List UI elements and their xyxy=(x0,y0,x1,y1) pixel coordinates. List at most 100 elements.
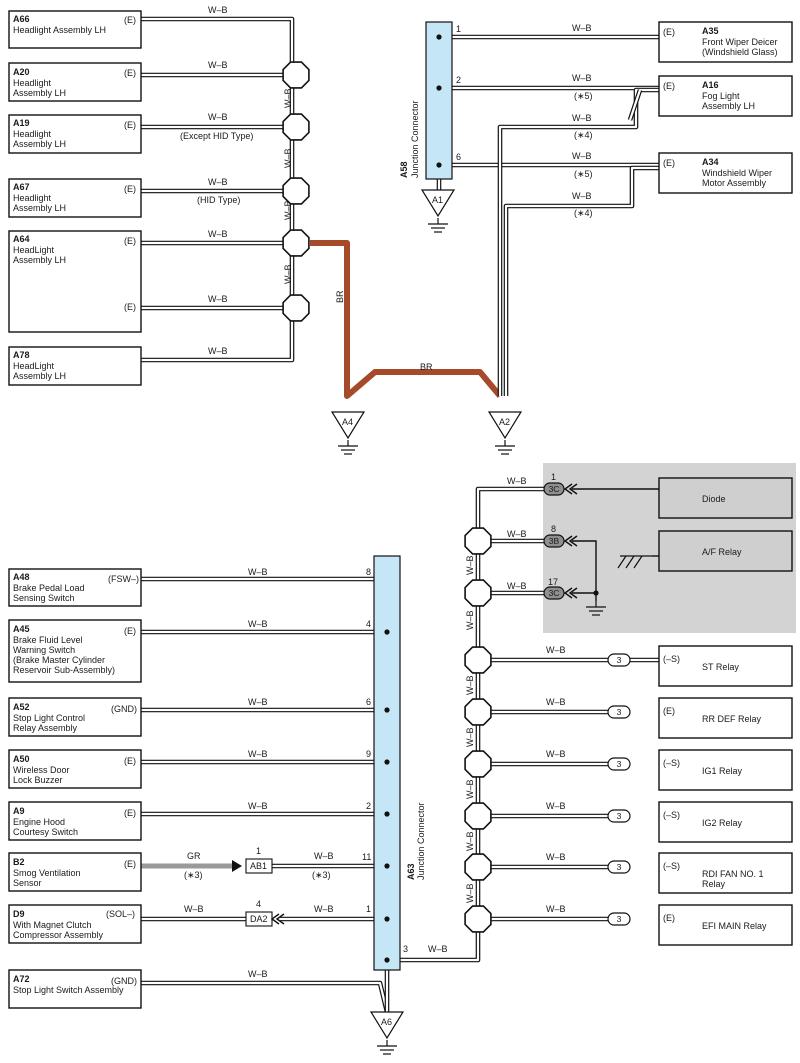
wire-label: W–B xyxy=(208,177,228,187)
wire-label: W–B xyxy=(248,969,268,979)
junction-name: Junction Connector xyxy=(416,802,426,880)
ground-code: A4 xyxy=(342,417,353,427)
wire-label: W–B xyxy=(208,294,228,304)
splice-point xyxy=(464,527,492,555)
wire-note: (∗4) xyxy=(574,130,593,140)
splice-point xyxy=(464,579,492,607)
pin-connector xyxy=(607,705,631,719)
wire-note: (∗3) xyxy=(312,870,331,880)
component-d9: D9 With Magnet Clutch Compressor Assembl… xyxy=(8,904,142,944)
splice-point xyxy=(282,177,310,205)
component-name: Brake Pedal Load xyxy=(13,583,85,593)
component-a45: A45 Brake Fluid Level Warning Switch (Br… xyxy=(8,619,142,683)
splice-point xyxy=(282,61,310,89)
component-code: A19 xyxy=(13,118,30,128)
ground-code: A6 xyxy=(381,1017,392,1027)
wire-label: W–B xyxy=(546,697,566,707)
component-name: HeadLight xyxy=(13,361,55,371)
junction-code: A58 xyxy=(399,161,409,178)
component-name: Warning Switch xyxy=(13,645,75,655)
wire-label: W–B xyxy=(572,113,592,123)
component-name: Headlight Assembly LH xyxy=(13,25,106,35)
component-name: Front Wiper Deicer xyxy=(702,37,778,47)
relay-name: ST Relay xyxy=(702,662,739,672)
splice-layer xyxy=(282,34,599,963)
wire-label: W–B xyxy=(283,88,293,108)
junction-dot xyxy=(384,863,390,869)
wire-label: W–B xyxy=(248,697,268,707)
terminal-label: (–S) xyxy=(663,758,680,768)
ground-a4: A4 xyxy=(330,411,366,455)
pin-connector-label: 3B xyxy=(549,536,560,546)
wire-label: BR xyxy=(335,290,345,303)
component-name: Sensor xyxy=(13,878,42,888)
wire-br xyxy=(310,240,503,399)
wire-label: W–B xyxy=(208,112,228,122)
connector-chevron xyxy=(563,483,573,495)
component-a9: A9 Engine Hood Courtesy Switch (E) xyxy=(8,801,142,841)
wire-wb-core xyxy=(628,89,642,121)
pin-number: 1 xyxy=(551,472,556,482)
component-code: A52 xyxy=(13,702,30,712)
pin-number: 4 xyxy=(256,899,261,909)
component-a78: A78 HeadLight Assembly LH xyxy=(8,346,142,386)
splice-point xyxy=(282,294,310,322)
connector-chevron xyxy=(568,483,578,495)
component-code: D9 xyxy=(13,909,25,919)
relay-rdi-fan: (–S) RDI FAN NO. 1 Relay xyxy=(658,852,793,894)
relay-name: IG1 Relay xyxy=(702,766,743,776)
pin-number: 3 xyxy=(403,944,408,954)
component-name: Assembly LH xyxy=(13,88,66,98)
wire-label: W–B xyxy=(465,831,475,851)
terminal-label: (E) xyxy=(124,302,136,312)
terminal-label: (E) xyxy=(663,158,675,168)
relay-name: EFI MAIN Relay xyxy=(702,921,767,931)
terminal-label: (E) xyxy=(124,756,136,766)
component-name: Diode xyxy=(702,494,726,504)
component-a72: A72 Stop Light Switch Assembly (GND) xyxy=(8,969,142,1009)
terminal-label: (–S) xyxy=(663,810,680,820)
junction-dot xyxy=(384,916,390,922)
terminal-label: (E) xyxy=(663,27,675,37)
connector-da2: DA2 xyxy=(245,911,273,927)
terminal-label: (E) xyxy=(124,808,136,818)
connector-chevron xyxy=(270,913,280,925)
junction-dot xyxy=(384,811,390,817)
splice-point xyxy=(464,698,492,726)
wire-label: W–B xyxy=(546,852,566,862)
terminal-label: (E) xyxy=(124,15,136,25)
wire-note: (∗3) xyxy=(184,870,203,880)
wire-note: (Except HID Type) xyxy=(180,131,253,141)
component-name: Reservoir Sub-Assembly) xyxy=(13,665,115,675)
junction-code: A63 xyxy=(406,863,416,880)
connector-chevron xyxy=(275,913,285,925)
terminal-label: (E) xyxy=(124,68,136,78)
connector-chevron xyxy=(568,535,578,547)
wire-label: W–B xyxy=(184,904,204,914)
connector-chevron xyxy=(563,535,573,547)
wire-label: W–B xyxy=(248,619,268,629)
pin-number: 11 xyxy=(362,852,371,862)
component-a19: A19 Headlight Assembly LH (E) xyxy=(8,114,142,154)
component-a50: A50 Wireless Door Lock Buzzer (E) xyxy=(8,749,142,789)
pin-connector-label: 3 xyxy=(617,707,622,717)
pin-number: 9 xyxy=(366,749,371,759)
relay-ig2: (–S) IG2 Relay xyxy=(658,801,793,843)
connector-code: DA2 xyxy=(250,914,268,924)
connector-chevron xyxy=(568,587,578,599)
component-a64: A64 HeadLight Assembly LH (E) (E) xyxy=(8,230,142,333)
relay-efi-main: (E) EFI MAIN Relay xyxy=(658,904,793,946)
component-name: (Brake Master Cylinder xyxy=(13,655,105,665)
component-a35: (E) A35 Front Wiper Deicer (Windshield G… xyxy=(658,21,793,63)
component-name: Assembly LH xyxy=(702,101,755,111)
splice-point xyxy=(282,229,310,257)
pin-number: 8 xyxy=(551,524,556,534)
wire-note: (∗5) xyxy=(574,169,593,179)
splice-point xyxy=(282,113,310,141)
wire-label: W–B xyxy=(465,610,475,630)
component-a52: A52 Stop Light Control Relay Assembly (G… xyxy=(8,697,142,737)
wire-label: W–B xyxy=(465,555,475,575)
component-name: Lock Buzzer xyxy=(13,775,63,785)
wire-label: W–B xyxy=(248,567,268,577)
wire-label: W–B xyxy=(465,675,475,695)
